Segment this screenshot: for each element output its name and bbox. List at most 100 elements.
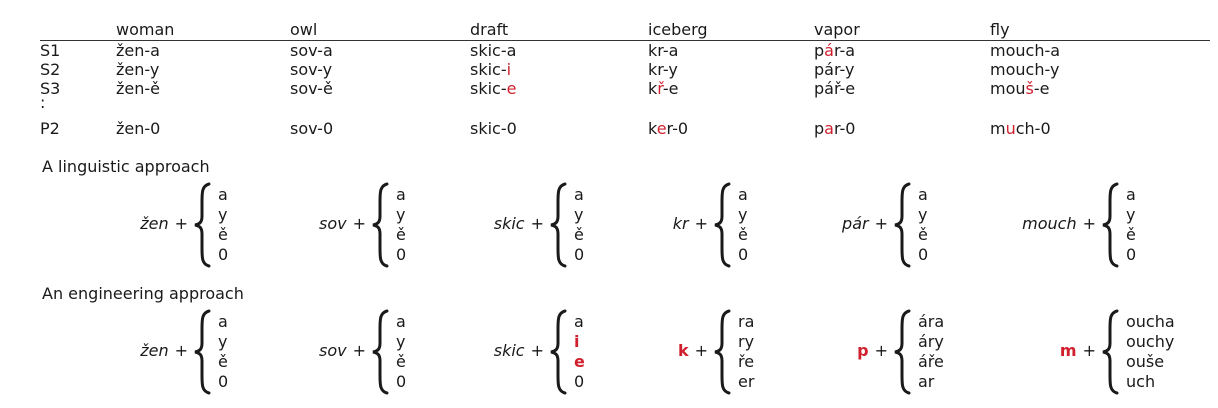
left-brace-icon [712, 182, 734, 268]
left-brace-icon [892, 182, 914, 268]
ending-item: áry [918, 332, 944, 351]
table-row: : [40, 93, 1210, 114]
plus-sign: + [1082, 214, 1096, 233]
table-cell: kr-y [648, 60, 678, 79]
highlighted-segment: ř [657, 79, 663, 98]
left-brace-icon [712, 309, 734, 395]
ending-item: er [738, 372, 755, 391]
ending-item: ě [738, 225, 748, 244]
table-cell: pář-e [814, 79, 856, 98]
ending-item: ře [738, 352, 755, 371]
table-cell: pár-a [814, 41, 856, 60]
header-iceberg: iceberg [648, 20, 708, 39]
highlighted-segment: e [656, 119, 667, 138]
formula-stem: sov+ [319, 214, 366, 233]
table-cell: kr-a [648, 41, 679, 60]
formula-stem: k+ [677, 341, 708, 360]
formula-stem: kr+ [672, 214, 708, 233]
ending-item: 0 [918, 245, 929, 264]
ending-item: a [574, 312, 584, 331]
table-cell: žen-0 [116, 119, 161, 138]
plus-sign: + [530, 214, 544, 233]
plus-sign: + [352, 214, 366, 233]
formula-stem: skic+ [493, 214, 544, 233]
ending-item: y [1126, 205, 1136, 224]
plus-sign: + [352, 341, 366, 360]
highlighted-segment: š [1025, 79, 1034, 98]
left-brace-icon [548, 309, 570, 395]
ending-item: ě [1126, 225, 1136, 244]
table-cell: ker-0 [648, 119, 689, 138]
row-label: P2 [40, 119, 60, 138]
table-header-row: woman owl draft iceberg vapor fly [40, 16, 1210, 41]
ending-item: y [574, 205, 584, 224]
left-brace-icon [548, 182, 570, 268]
row-label: : [40, 93, 46, 112]
ending-item: ě [918, 225, 928, 244]
ending-item: áře [918, 352, 944, 371]
row-label: S3 [40, 79, 61, 98]
table-cell: mouch-a [990, 41, 1061, 60]
ending-item: 0 [738, 245, 749, 264]
left-brace-icon [1100, 182, 1122, 268]
ending-item: a [396, 185, 406, 204]
ending-item: ouše [1126, 352, 1165, 371]
left-brace-icon [892, 309, 914, 395]
paradigm-table: woman owl draft iceberg vapor fly S1 žen-… [40, 16, 1210, 138]
ending-item: ouchy [1126, 332, 1175, 351]
ending-item: 0 [1126, 245, 1137, 264]
ending-item: ě [218, 225, 228, 244]
ending-item: y [396, 205, 406, 224]
ending-item: uch [1126, 372, 1156, 391]
table-cell: skic-e [470, 79, 517, 98]
left-brace-icon [370, 309, 392, 395]
formula-stem: p+ [857, 341, 888, 360]
ending-item: ě [396, 225, 406, 244]
ending-item: ára [918, 312, 945, 331]
plus-sign: + [174, 341, 188, 360]
plus-sign: + [530, 341, 544, 360]
plus-sign: + [874, 341, 888, 360]
row-label: S1 [40, 41, 61, 60]
highlighted-segment: u [1005, 119, 1016, 138]
ending-item: a [738, 185, 748, 204]
ending-item: ar [918, 372, 935, 391]
ending-item: 0 [218, 245, 229, 264]
table-cell: sov-y [290, 60, 333, 79]
table-cell: mouch-y [990, 60, 1060, 79]
ending-item: a [218, 185, 228, 204]
plus-sign: + [1082, 341, 1096, 360]
ending-item: a [218, 312, 228, 331]
ending-item: ry [738, 332, 755, 351]
linguistic-approach-title: A linguistic approach [42, 157, 210, 176]
ending-item: a [396, 312, 406, 331]
formula-stem: žen+ [140, 341, 188, 360]
formula-stem: pár+ [842, 214, 888, 233]
table-cell: skic-0 [470, 119, 517, 138]
ending-item: y [396, 332, 406, 351]
table-cell: sov-0 [290, 119, 334, 138]
formula-stem: skic+ [493, 341, 544, 360]
formula-stem: žen+ [140, 214, 188, 233]
highlighted-segment: i [506, 60, 512, 79]
ending-item: 0 [218, 372, 229, 391]
plus-sign: + [694, 214, 708, 233]
header-fly: fly [990, 20, 1010, 39]
plus-sign: + [874, 214, 888, 233]
table-cell: mouš-e [990, 79, 1050, 98]
table-cell: žen-ě [116, 79, 160, 98]
ending-item: y [738, 205, 748, 224]
table-cell: kř-e [648, 79, 679, 98]
ending-item: a [574, 185, 584, 204]
